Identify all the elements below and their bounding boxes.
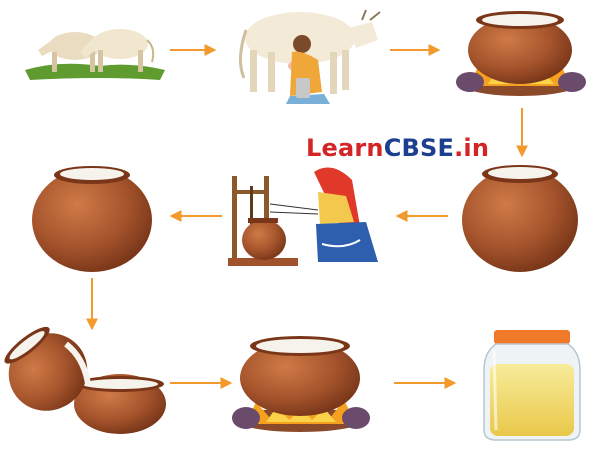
boiling-milk-pot-icon — [456, 11, 586, 96]
ghee-jar-icon — [483, 330, 581, 441]
grazing-cows-icon — [25, 29, 165, 80]
pouring-pots-icon — [4, 326, 166, 434]
heating-butter-pot-icon — [232, 336, 370, 432]
watermark: LearnCBSE.in — [306, 134, 489, 162]
watermark-part-cbse: CBSE — [383, 134, 455, 162]
watermark-part-domain: .in — [454, 134, 490, 162]
watermark-part-learn: Learn — [306, 134, 384, 162]
churning-woman-icon — [228, 167, 378, 266]
curd-pot-icon — [462, 165, 578, 272]
butter-pot-icon — [32, 166, 152, 272]
milking-cow-icon — [239, 9, 381, 104]
